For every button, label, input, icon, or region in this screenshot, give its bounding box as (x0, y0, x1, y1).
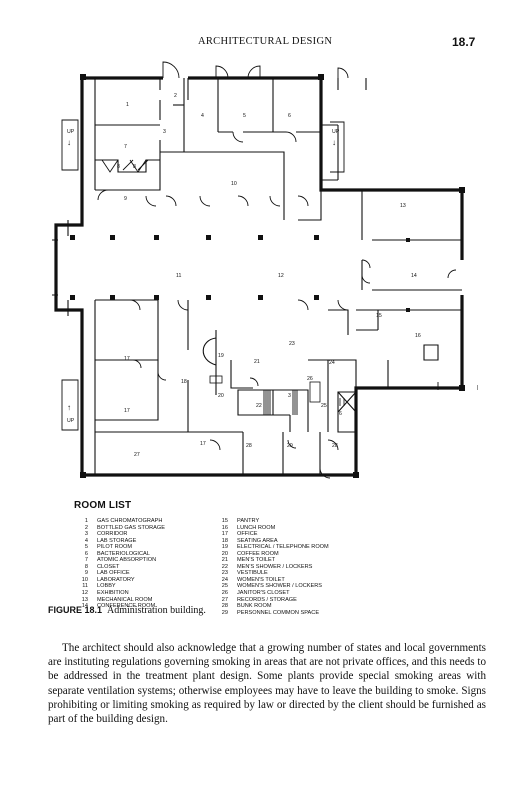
up-label-top-left: UP (67, 129, 75, 135)
room-label-28a: 28 (246, 443, 252, 449)
page-header: ARCHITECTURAL DESIGN 18.7 (0, 35, 517, 50)
room-label-15: 15 (376, 313, 382, 319)
up-label-top-right: UP (332, 129, 340, 135)
exterior-stairs (52, 119, 478, 431)
room-label-2: 2 (174, 93, 177, 99)
room-label-14: 14 (411, 273, 417, 279)
arrow-down-top-left-icon: ↓ (67, 138, 71, 147)
room-label-21: 21 (254, 359, 260, 365)
room-label-22: 22 (256, 403, 262, 409)
room-label-7: 7 (124, 144, 127, 150)
room-label-10: 10 (231, 181, 237, 187)
room-label-24: 24 (329, 360, 335, 366)
room-list-title: ROOM LIST (74, 500, 132, 511)
room-label-8a: 8 (117, 164, 120, 170)
running-title: ARCHITECTURAL DESIGN (198, 36, 333, 47)
room-label-1: 1 (126, 102, 129, 108)
arrow-up-bottom-left-icon: ↑ (67, 403, 71, 412)
room-label-18: 18 (181, 379, 187, 385)
room-label-3: 3 (163, 129, 166, 135)
room-label-6: 6 (288, 113, 291, 119)
floor-plan: UP ↓ UP ↓ ↑ UP 1 2 3 4 5 6 7 8 8 9 10 11… (52, 61, 478, 479)
room-label-17a: 17 (124, 356, 130, 362)
room-label-6b: 6 (339, 411, 342, 417)
figure-caption: FIGURE 18.1 Administration building. (48, 605, 206, 616)
room-label-28b: 28 (332, 443, 338, 449)
room-label-5: 5 (243, 113, 246, 119)
room-label-20: 20 (218, 393, 224, 399)
room-label-25: 25 (321, 403, 327, 409)
room-label-8b: 8 (133, 164, 136, 170)
arrow-down-top-right-icon: ↓ (332, 138, 336, 147)
room-label-9: 9 (124, 196, 127, 202)
room-label-13: 13 (400, 203, 406, 209)
room-label-27: 27 (134, 452, 140, 458)
plan-labels: UP ↓ UP ↓ ↑ UP 1 2 3 4 5 6 7 8 8 9 10 11… (67, 93, 421, 458)
room-label-4: 4 (201, 113, 204, 119)
room-label-19: 19 (218, 353, 224, 359)
body-paragraph: The architect should also acknowledge th… (48, 642, 486, 726)
figure-caption-text: Administration building. (107, 605, 206, 616)
room-label-17c: 17 (200, 441, 206, 447)
inner-walls (56, 78, 462, 475)
room-label-11: 11 (176, 273, 181, 279)
up-label-bottom-left: UP (67, 418, 75, 424)
fixtures (209, 375, 345, 406)
page-number: 18.7 (452, 35, 476, 49)
figure-label: FIGURE 18.1 (48, 605, 103, 615)
room-label-29: 29 (287, 443, 293, 449)
room-label-16: 16 (415, 333, 421, 339)
room-label-12: 12 (278, 273, 284, 279)
room-label-26: 26 (307, 376, 313, 382)
room-label-3b: 3 (288, 393, 291, 399)
columns (70, 74, 465, 478)
door-swings (97, 61, 457, 479)
room-label-23: 23 (289, 341, 295, 347)
room-label-17b: 17 (124, 408, 130, 414)
